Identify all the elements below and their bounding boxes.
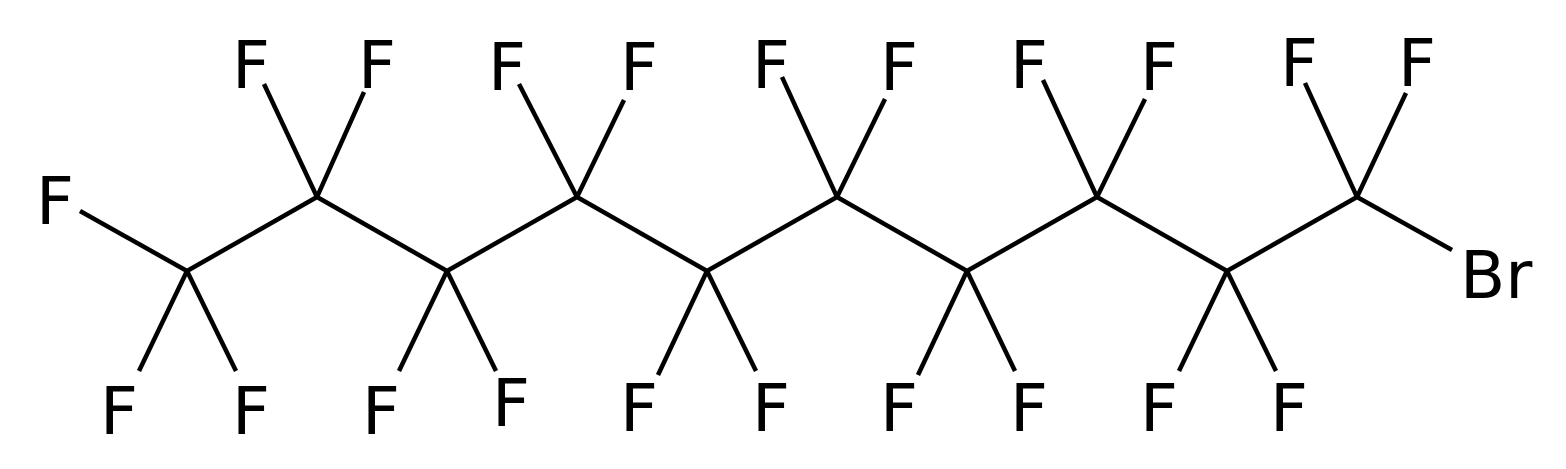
carbon-fluorine-bond [78,209,189,273]
carbon-fluorine-bond [704,270,759,372]
carbon-fluorine-bond [516,82,580,199]
fluorine-atom-label: F [752,27,790,104]
fluorine-atom-label: F [1270,370,1308,447]
fluorine-atom-label: F [880,370,918,447]
carbon-fluorine-bond [184,270,239,372]
fluorine-atom-label: F [1140,370,1178,447]
fluorine-atom-label: F [36,163,74,240]
carbon-fluorine-bond [1176,270,1230,372]
carbon-fluorine-bond [655,270,710,376]
fluorine-atom-label: F [1140,29,1178,106]
fluorine-atom-label: F [488,29,526,106]
carbon-fluorine-bond [964,270,1018,372]
bromine-atom-label: Br [1460,237,1533,314]
bond-layer [78,76,1454,376]
carbon-bromine-bond [1355,195,1454,252]
carbon-fluorine-bond [915,270,970,376]
carbon-fluorine-bond [1302,82,1360,198]
carbon-fluorine-bond [136,270,190,372]
carbon-carbon-bond [575,195,709,273]
fluorine-atom-label: F [1010,370,1048,447]
fluorine-atom-label: F [880,29,918,106]
atom-label-layer: F F F F F F F F F F F F F F F F F F F F F Br [36,25,1533,450]
carbon-fluorine-bond [834,98,888,198]
carbon-fluorine-bond [779,76,840,198]
carbon-carbon-bond [315,195,449,273]
carbon-fluorine-bond [261,83,320,198]
carbon-carbon-bond [185,195,319,273]
fluorine-atom-label: F [232,27,270,104]
carbon-carbon-bond [1225,195,1359,273]
fluorine-atom-label: F [1280,25,1318,102]
carbon-carbon-bond [705,195,839,273]
carbon-fluorine-bond [574,99,627,198]
carbon-fluorine-bond [1224,270,1279,372]
fluorine-atom-label: F [358,27,396,104]
carbon-fluorine-bond [396,270,450,372]
carbon-carbon-bond [1095,195,1229,273]
fluorine-atom-label: F [620,29,658,106]
fluorine-atom-label: F [362,373,400,450]
carbon-fluorine-bond [314,91,367,198]
fluorine-atom-label: F [620,370,658,447]
carbon-fluorine-bond [1040,79,1100,198]
carbon-carbon-bond [445,195,579,273]
carbon-fluorine-bond [1354,92,1409,198]
fluorine-atom-label: F [1398,25,1436,102]
fluorine-atom-label: F [752,370,790,447]
fluorine-atom-label: F [1010,27,1048,104]
fluorine-atom-label: F [232,373,270,450]
carbon-fluorine-bond [444,270,499,372]
fluorine-atom-label: F [492,365,530,442]
carbon-carbon-bond [965,195,1099,273]
fluorine-atom-label: F [100,373,138,450]
carbon-carbon-bond [835,195,969,273]
carbon-fluorine-bond [1094,98,1148,198]
